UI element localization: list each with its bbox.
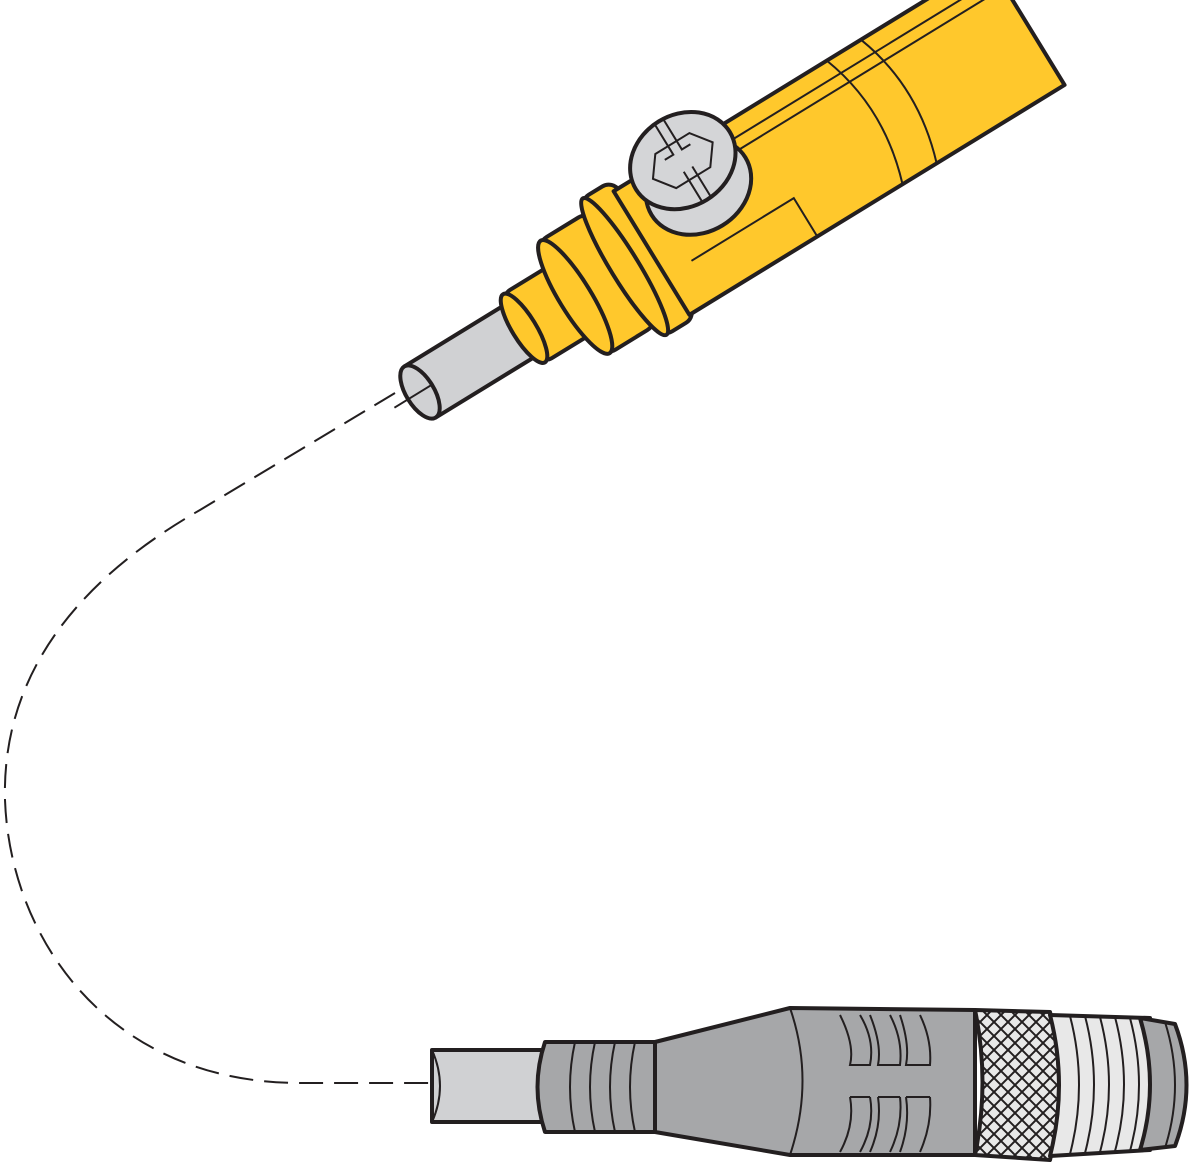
connector-cone: [653, 1006, 977, 1157]
sensor-body: [611, 0, 1067, 317]
sensor-collar: [536, 182, 694, 356]
knurled-nut: [973, 1008, 1061, 1162]
connector-thread: [1048, 1013, 1189, 1158]
sensor: [393, 0, 1067, 421]
dashed-cable-line: [3, 392, 432, 1084]
strain-relief-ribs: [535, 1040, 657, 1134]
cable-sleeve: [498, 265, 593, 365]
mounting-screw: [628, 109, 754, 237]
connector: [430, 1006, 1189, 1162]
